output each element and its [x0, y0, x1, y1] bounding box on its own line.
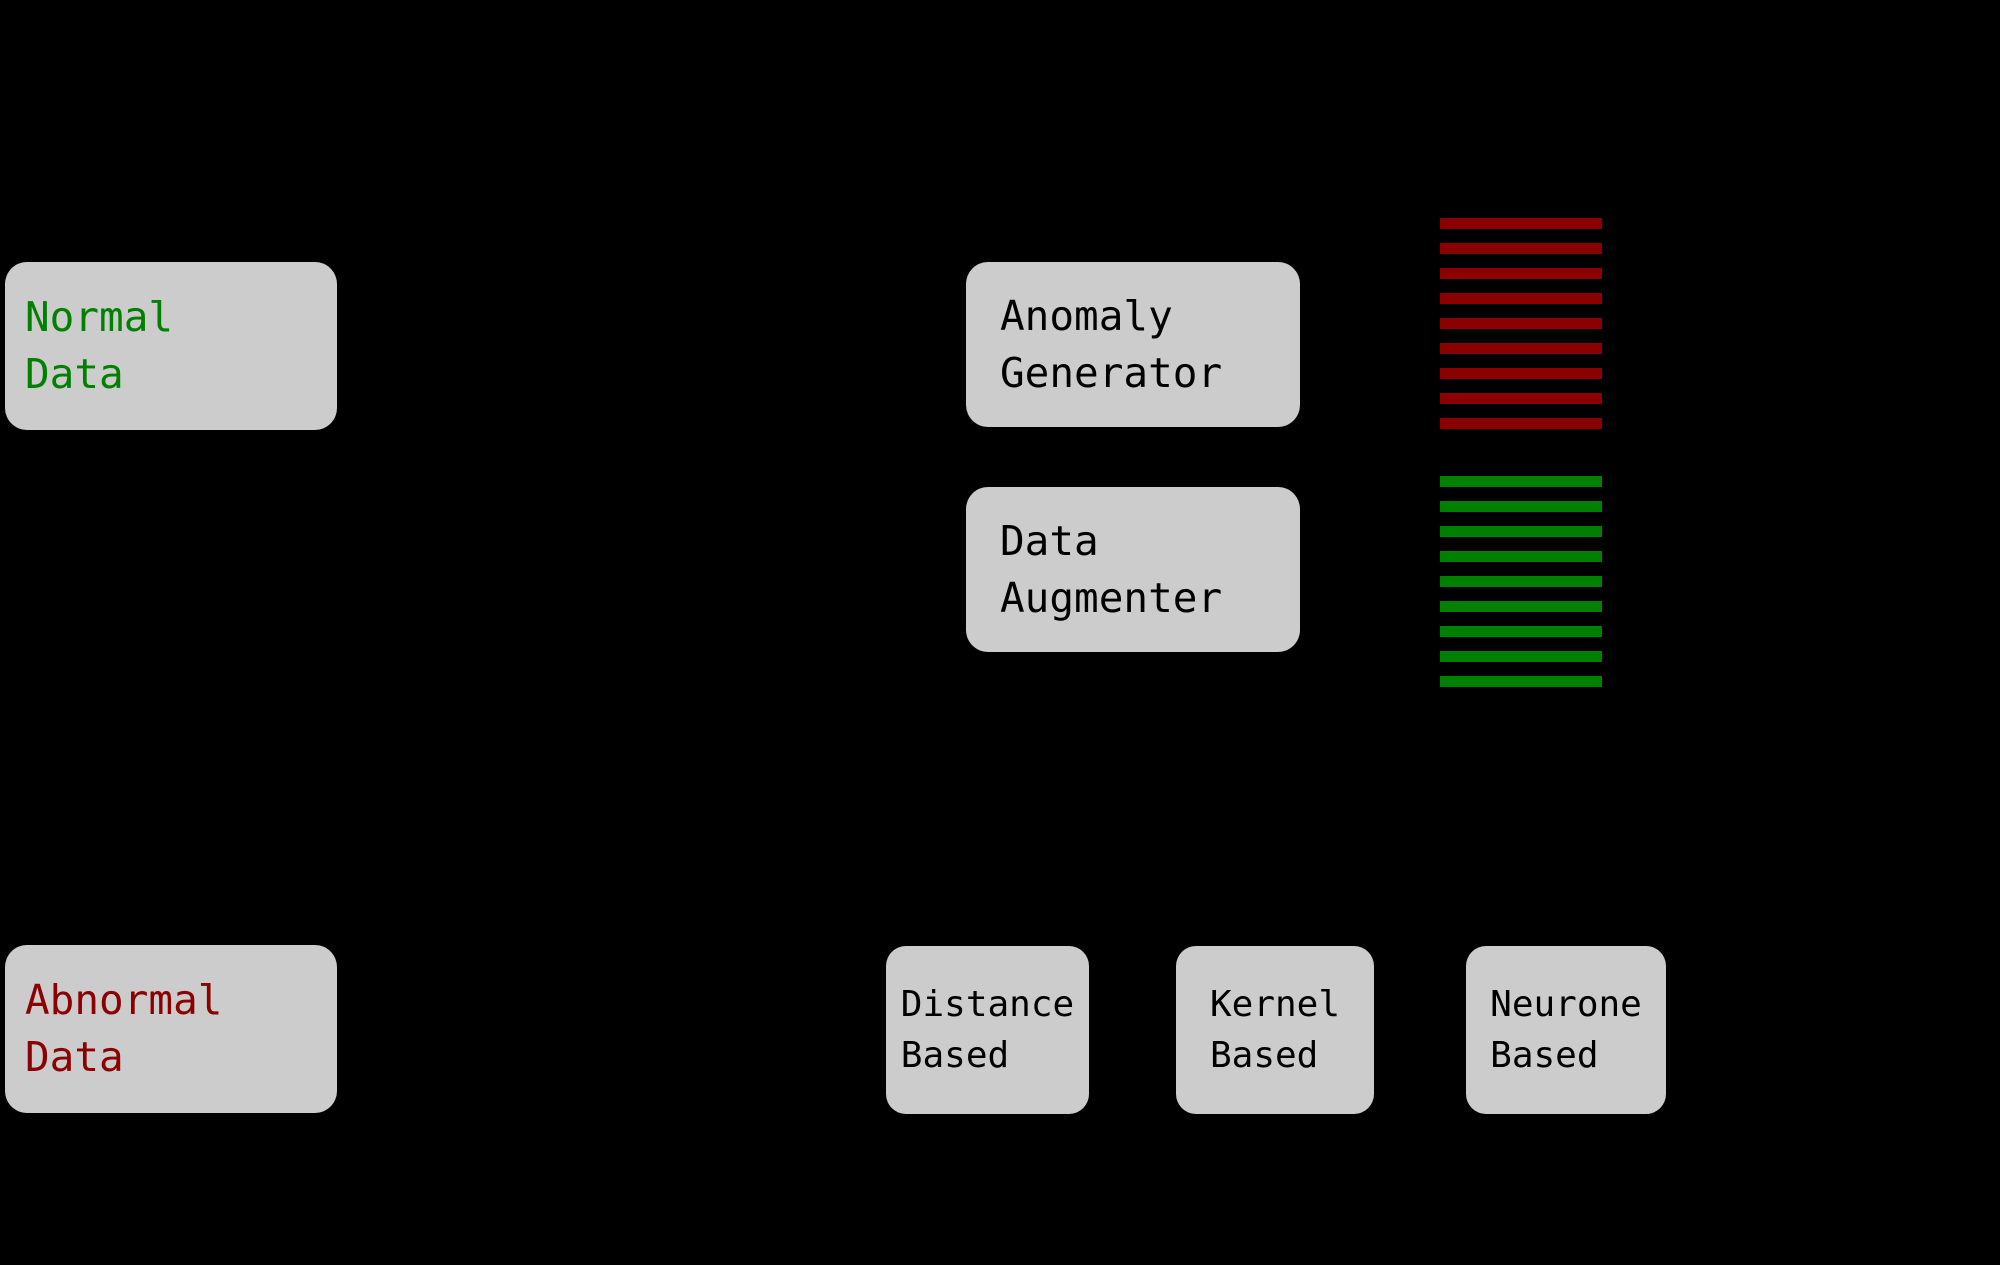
stripe-abnormal-stripes-0 [1440, 218, 1602, 229]
node-label-line: Data [1000, 516, 1099, 565]
node-label-line: Based [1209, 1035, 1319, 1076]
node-label-line: Normal [25, 293, 174, 342]
node-label-line: Data [25, 1033, 124, 1081]
node-label-line: Kernel [1209, 983, 1341, 1025]
node-label-line: Based [1490, 1035, 1599, 1076]
node-label-line: Anomaly [1000, 291, 1173, 340]
stripe-abnormal-stripes-8 [1440, 418, 1602, 429]
stripe-abnormal-stripes-1 [1440, 243, 1602, 254]
node-label-line: Abnormal [25, 976, 223, 1025]
node-label-line: Data [25, 350, 124, 398]
stripe-abnormal-stripes-2 [1440, 268, 1602, 279]
stripe-abnormal-stripes-4 [1440, 318, 1602, 329]
node-label-line: Based [900, 1035, 1010, 1076]
stripe-abnormal-stripes-6 [1440, 368, 1602, 379]
stripe-normal-stripes-3 [1440, 551, 1602, 562]
stripe-normal-stripes-7 [1440, 651, 1602, 662]
augmented-dataset-stripes [1440, 218, 1602, 687]
stripe-normal-stripes-4 [1440, 576, 1602, 587]
node-label-line: Neurone [1490, 983, 1642, 1025]
node-label-line: Generator [1000, 348, 1223, 397]
stripe-abnormal-stripes-7 [1440, 393, 1602, 404]
stripe-normal-stripes-5 [1440, 601, 1602, 612]
node-label-line: Augmenter [1000, 573, 1223, 622]
stripe-abnormal-stripes-5 [1440, 343, 1602, 354]
node-label-line: Distance [900, 983, 1075, 1025]
stripe-normal-stripes-6 [1440, 626, 1602, 637]
stripe-normal-stripes-8 [1440, 676, 1602, 687]
stripe-normal-stripes-1 [1440, 501, 1602, 512]
stripe-normal-stripes-2 [1440, 526, 1602, 537]
stripe-abnormal-stripes-3 [1440, 293, 1602, 304]
stripe-normal-stripes-0 [1440, 476, 1602, 487]
